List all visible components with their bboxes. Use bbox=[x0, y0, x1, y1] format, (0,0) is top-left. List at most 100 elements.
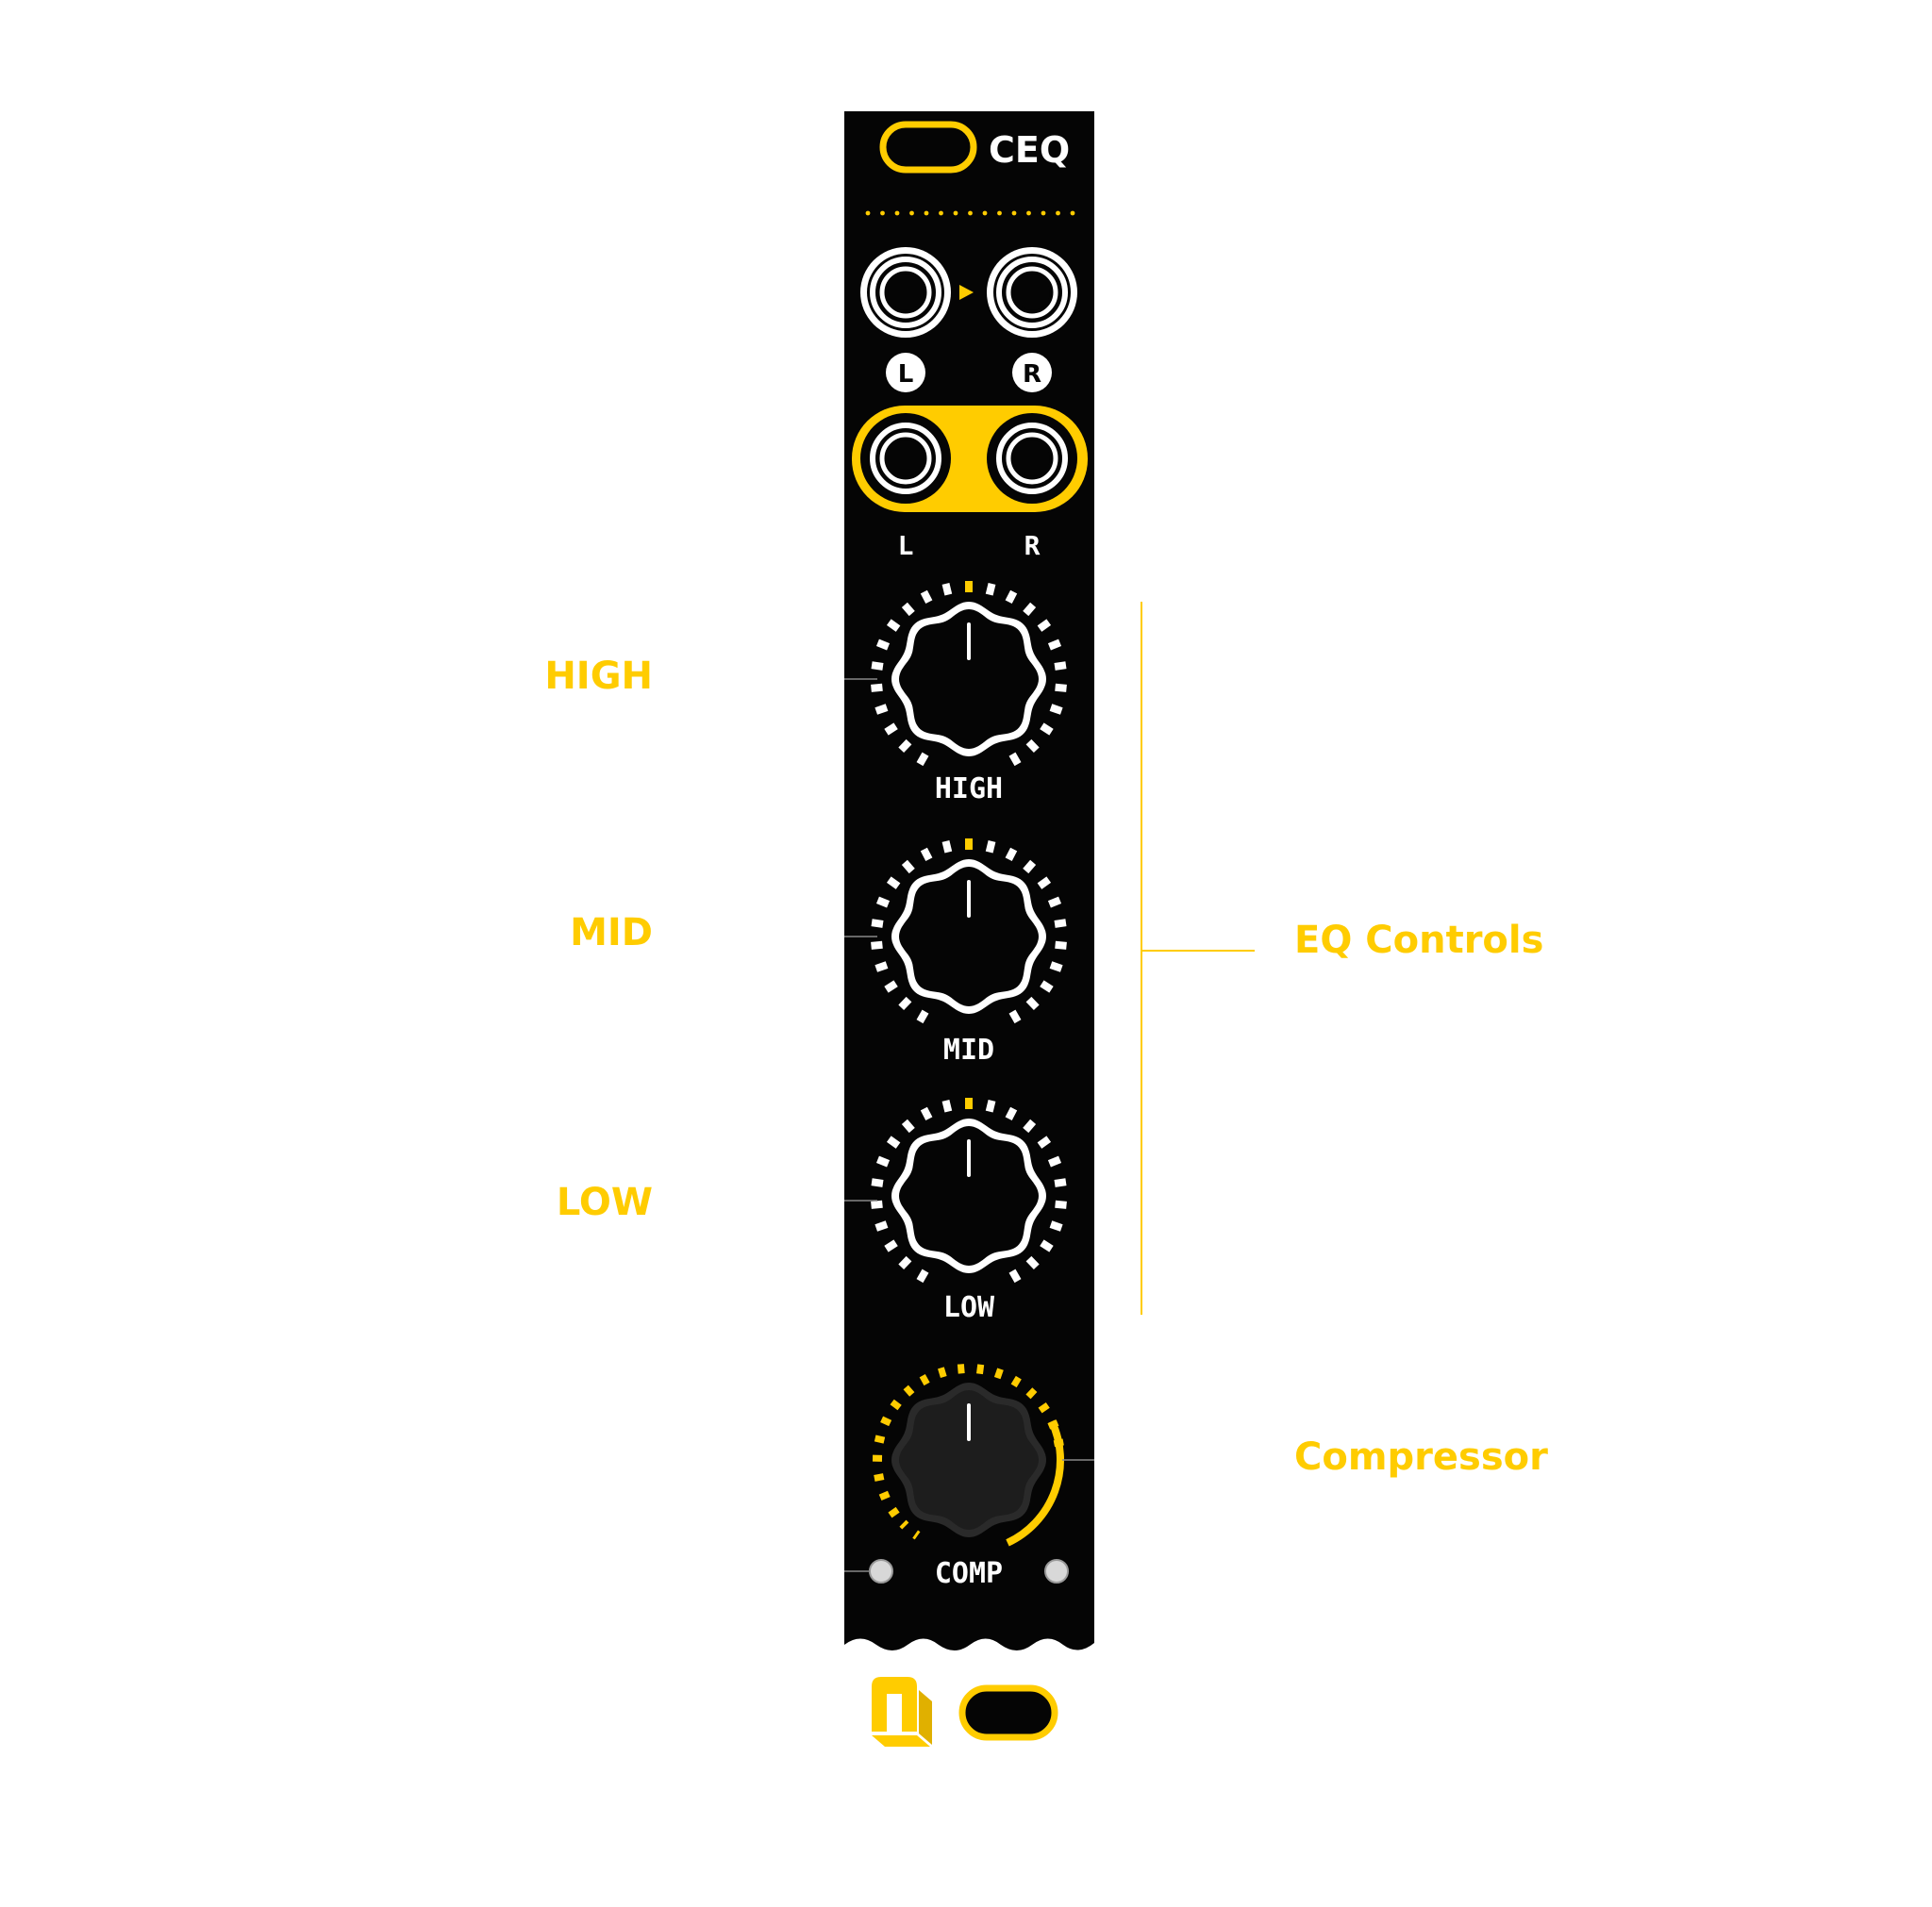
separator-dot bbox=[909, 210, 914, 216]
comp-scale-tick bbox=[1038, 1401, 1050, 1414]
comp-scale-tick bbox=[874, 1473, 885, 1482]
jack-ring bbox=[870, 423, 941, 494]
knob-scale-tick bbox=[871, 661, 884, 671]
mid-knob-label: MID bbox=[943, 1034, 994, 1067]
knob-scale-tick bbox=[1005, 847, 1018, 862]
knob-scale-tick bbox=[871, 1200, 883, 1209]
knob-scale-tick bbox=[1054, 661, 1067, 671]
knob-scale-tick bbox=[884, 980, 898, 993]
knob-scale-tick bbox=[1055, 1200, 1067, 1209]
knob-scale-tick bbox=[1040, 1239, 1054, 1252]
knob-scale-tick bbox=[1037, 876, 1052, 889]
knob-cap bbox=[899, 609, 1039, 749]
separator-dot bbox=[1041, 210, 1046, 216]
knob-scale-tick bbox=[886, 876, 901, 889]
jack-ring-inner bbox=[1006, 432, 1058, 485]
knob-scale-tick bbox=[941, 1099, 953, 1113]
knob-cap bbox=[899, 867, 1039, 1006]
module-title: CEQ bbox=[989, 129, 1070, 171]
input-label-badge-right bbox=[1012, 353, 1052, 392]
jack-hole bbox=[888, 274, 924, 310]
knob-scale-tick bbox=[875, 1155, 891, 1168]
knob-scale-tick bbox=[1047, 638, 1062, 651]
knob-scale-tick bbox=[1049, 704, 1063, 715]
jack-ring-inner bbox=[879, 266, 932, 319]
jack-ring bbox=[870, 257, 941, 328]
knob-scale-tick bbox=[875, 638, 891, 651]
low-knob[interactable] bbox=[871, 1098, 1067, 1284]
knob-scale-tick bbox=[916, 1269, 929, 1284]
knob-scale-tick bbox=[985, 839, 996, 854]
annotation-compressor: Compressor bbox=[1294, 1435, 1548, 1479]
knob-scale-tick bbox=[886, 619, 901, 632]
knob-scale-tick bbox=[875, 896, 891, 908]
knob-scale-tick bbox=[1008, 752, 1022, 767]
jack-ring-inner bbox=[879, 432, 932, 485]
separator-dot bbox=[924, 210, 929, 216]
knob-scale-tick bbox=[1047, 896, 1062, 908]
separator-dot bbox=[880, 210, 885, 216]
comp-knob[interactable] bbox=[872, 1364, 1064, 1547]
knob-cap bbox=[899, 1126, 1039, 1266]
knob-scale-tick bbox=[1049, 1220, 1063, 1232]
input-jack-right[interactable] bbox=[987, 247, 1077, 338]
comp-scale-tick bbox=[938, 1367, 947, 1378]
comp-scale-tick bbox=[890, 1399, 902, 1411]
high-knob-label: HIGH bbox=[935, 772, 1003, 805]
comp-scale-tick bbox=[919, 1373, 930, 1386]
knob-scale-tick bbox=[1008, 1269, 1022, 1284]
separator-dot bbox=[1056, 210, 1060, 216]
mid-knob[interactable] bbox=[871, 838, 1067, 1024]
knob-scale-tick bbox=[985, 582, 996, 596]
annotation-high: HIGH bbox=[544, 655, 653, 698]
knob-scale-tick bbox=[898, 1255, 912, 1270]
comp-scale-tick bbox=[993, 1368, 1004, 1380]
knob-scale-tick bbox=[1023, 602, 1037, 617]
jack-ring-inner bbox=[1006, 266, 1058, 319]
high-knob[interactable] bbox=[871, 581, 1067, 767]
separator-dot bbox=[1026, 210, 1031, 216]
knob-scale-tick bbox=[1025, 738, 1040, 754]
knob-scale-tick bbox=[1055, 940, 1067, 950]
knob-scale-tick bbox=[874, 1220, 889, 1232]
header-oval-logo bbox=[879, 121, 977, 174]
knob-scale-tick bbox=[916, 752, 929, 767]
knob-scale-tick bbox=[884, 1239, 898, 1252]
output-jack-left[interactable] bbox=[860, 413, 951, 504]
input-label-right: R bbox=[1023, 360, 1041, 389]
jack-hole bbox=[1014, 440, 1050, 476]
mounting-screw-left bbox=[869, 1559, 893, 1584]
comp-active-arc bbox=[1006, 1419, 1064, 1547]
knob-scale-tick bbox=[1008, 1009, 1022, 1024]
knob-scale-tick bbox=[884, 722, 898, 736]
knob-scale-tick bbox=[1049, 961, 1063, 972]
jack-hole bbox=[888, 440, 924, 476]
jack-ring bbox=[996, 423, 1068, 494]
annotation-mid: MID bbox=[570, 911, 653, 954]
annotation-low: LOW bbox=[557, 1181, 653, 1224]
knob-scale-tick bbox=[874, 961, 889, 972]
comp-scale-tick bbox=[1025, 1387, 1038, 1400]
comp-knob-label: COMP bbox=[935, 1557, 1003, 1590]
input-label-badge-left bbox=[886, 353, 925, 392]
input-jack-left[interactable] bbox=[860, 247, 951, 338]
separator-dot bbox=[982, 210, 988, 216]
comp-scale-end-tick bbox=[899, 1519, 909, 1530]
comp-scale-end-tick bbox=[912, 1530, 921, 1540]
knob-scale-tick bbox=[898, 738, 912, 754]
footer-oval-logo bbox=[958, 1684, 1058, 1741]
knob-scale-tick bbox=[886, 1136, 901, 1149]
comp-knob-cap bbox=[899, 1390, 1039, 1530]
knob-scale-tick bbox=[901, 602, 915, 617]
jack-hole bbox=[1014, 274, 1050, 310]
knob-scale-tick bbox=[1005, 1106, 1018, 1121]
output-jack-right[interactable] bbox=[987, 413, 1077, 504]
knob-scale-tick bbox=[898, 996, 912, 1011]
separator-dot bbox=[997, 210, 1002, 216]
comp-scale-tick bbox=[1010, 1375, 1022, 1388]
knob-scale-tick bbox=[1037, 1136, 1052, 1149]
knob-scale-tick bbox=[1047, 1155, 1062, 1168]
knob-scale-tick bbox=[920, 847, 933, 862]
separator-dot bbox=[1011, 210, 1017, 216]
